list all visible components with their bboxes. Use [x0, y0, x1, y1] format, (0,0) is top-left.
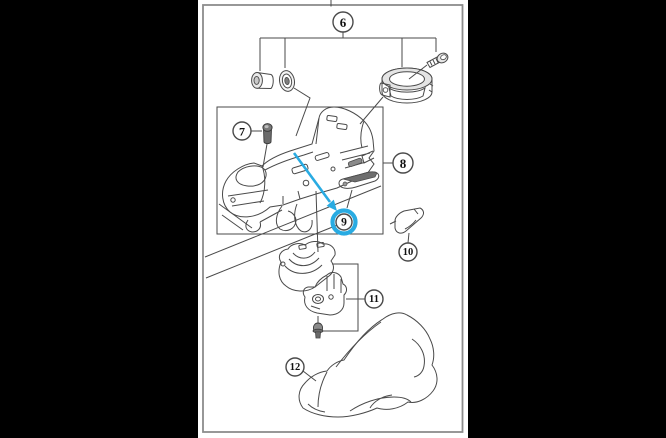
- bracket-hood-drawing: [298, 312, 438, 418]
- callout-11-label: 11: [369, 294, 379, 305]
- washer-drawing: [278, 70, 296, 92]
- clamp-leader-line: [359, 96, 384, 125]
- callout-6-label: 6: [340, 15, 347, 30]
- washer-leader-line: [293, 87, 311, 137]
- callout-11-bracket-lines: [323, 263, 365, 332]
- callout-11[interactable]: 11: [364, 289, 384, 309]
- body-to-bracket-line: [315, 190, 319, 253]
- callout-7-label: 7: [239, 125, 245, 139]
- adjustment-screw-drawing: [262, 123, 273, 168]
- callout-12-leader: [302, 370, 317, 382]
- detail-box: [216, 106, 384, 235]
- callout-8-label: 8: [400, 156, 407, 171]
- fixing-nut-drawing: [251, 71, 274, 90]
- highlight-arrow-icon: [292, 152, 337, 211]
- callout-6[interactable]: 6: [332, 11, 354, 33]
- callout-6-branch: [259, 32, 437, 71]
- callout-10[interactable]: 10: [398, 242, 418, 262]
- lever-body-drawing: [218, 106, 375, 233]
- clamp-screw-drawing: [408, 52, 449, 80]
- callout-9[interactable]: 9: [330, 208, 358, 236]
- lower-bracket-drawing: [302, 272, 347, 316]
- callout-10-label: 10: [403, 247, 414, 258]
- bracket-screw-drawing: [312, 322, 324, 339]
- callout-7[interactable]: 7: [232, 121, 252, 141]
- callout-9-label: 9: [341, 217, 347, 229]
- callout-12-label: 12: [290, 362, 301, 373]
- drawing-frame: [202, 4, 464, 433]
- callout-12[interactable]: 12: [285, 357, 305, 377]
- clamp-band-drawing: [379, 67, 434, 104]
- latch-lever-drawing: [338, 171, 380, 209]
- name-plate-drawing: [389, 207, 424, 244]
- callout-8[interactable]: 8: [392, 152, 414, 174]
- bracket-cover-drawing: [278, 241, 336, 292]
- highlight-ring: [330, 208, 358, 236]
